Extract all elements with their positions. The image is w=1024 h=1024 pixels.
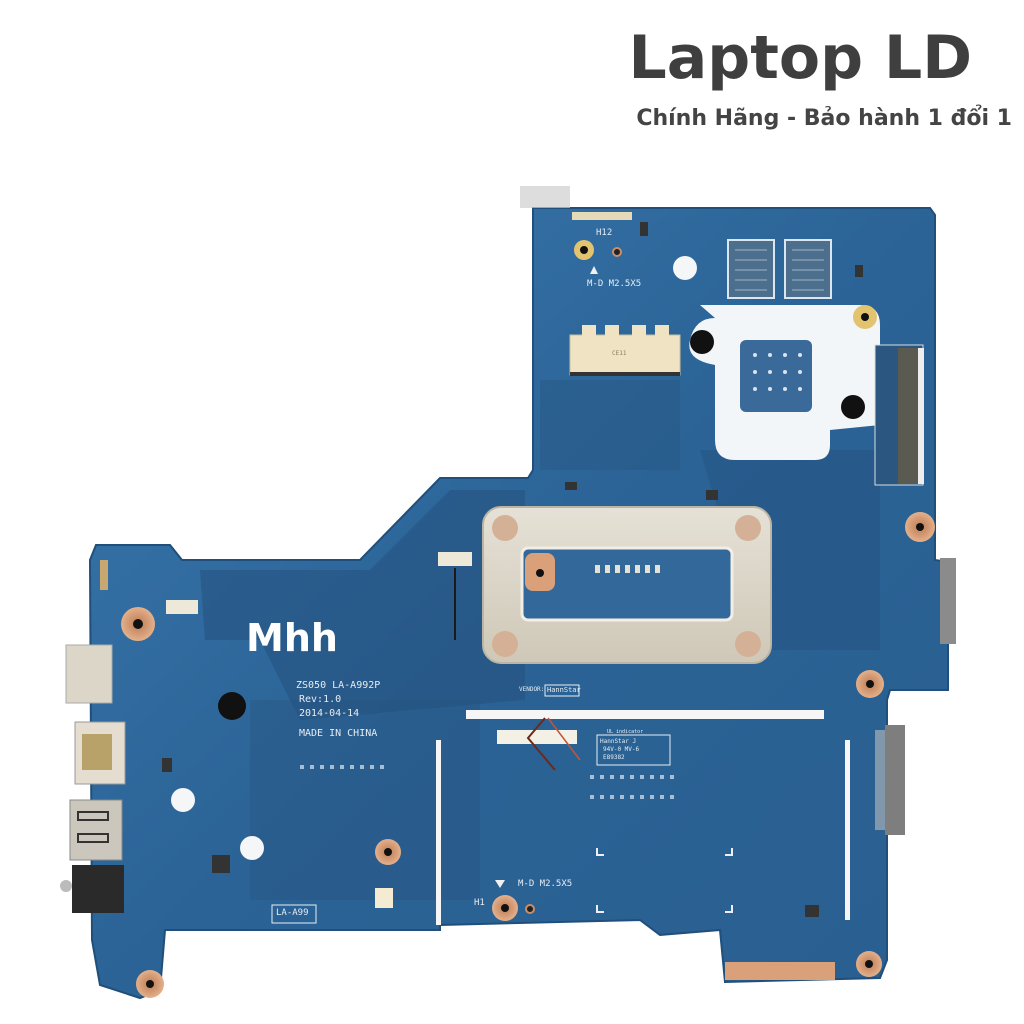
board-date-label: 2014-04-14	[299, 708, 360, 719]
header: Laptop LD Chính Hãng - Bảo hành 1 đổi 1	[628, 20, 1012, 134]
screw-label-top: M-D M2.5X5	[587, 279, 642, 289]
ul-line-3: E89382	[603, 754, 625, 761]
board-revision-label: Rev:1.0	[299, 694, 342, 705]
hole-label-top: H12	[596, 228, 613, 238]
brand-tagline: Chính Hãng - Bảo hành 1 đổi 1	[636, 106, 1012, 131]
board-origin-label: MADE IN CHINA	[299, 728, 378, 739]
brand-title: Laptop LD	[628, 23, 972, 93]
watermark-text: Mhh	[246, 616, 338, 660]
board-short-model-label: LA-A99	[276, 908, 309, 918]
screw-label-bottom: M-D M2.5X5	[518, 879, 573, 889]
ul-line-1: HannStar J	[600, 738, 637, 745]
vendor-label: VENDOR:	[519, 686, 545, 693]
board-model-label: ZS050 LA-A992P	[296, 680, 381, 691]
vendor-name: HannStar	[547, 686, 581, 694]
connector-label: CE11	[612, 350, 627, 357]
ul-line-2: 94V-0 MV-6	[603, 746, 640, 753]
hole-label-bottom: H1	[474, 898, 485, 908]
ul-indicator-label: UL indicator	[607, 729, 644, 735]
